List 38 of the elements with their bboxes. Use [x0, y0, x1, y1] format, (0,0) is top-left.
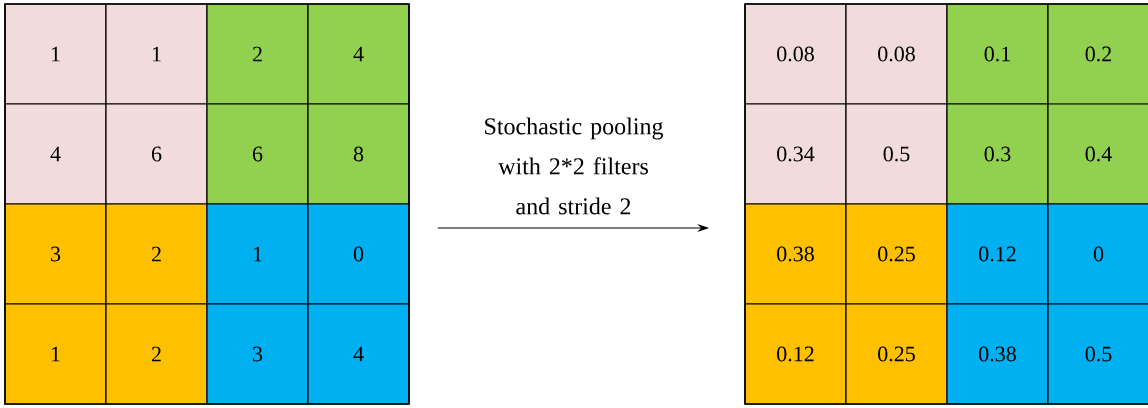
grid-cell: 2 [105, 303, 208, 405]
grid-cell: 0 [307, 203, 410, 305]
grid-cell: 3 [4, 203, 107, 305]
node-label: 0.2 [1085, 46, 1112, 62]
grid-cell: 0.12 [946, 203, 1049, 305]
grid-cell: 0.5 [1047, 303, 1148, 405]
grid-cell: 3 [206, 303, 309, 405]
grid-cell: 1 [206, 203, 309, 305]
arrow [437, 224, 709, 232]
grid-cell: 4 [307, 303, 410, 405]
grid [744, 3, 1148, 405]
edge-label: Stochastic pooling with 2*2 filters and stride 2 [485, 117, 664, 215]
grid-cell: 6 [105, 103, 208, 205]
grid-cell: 1 [4, 3, 107, 105]
grid-cell: 0.38 [946, 303, 1049, 405]
grid-cell: 0.08 [744, 3, 847, 105]
grid-cell: 2 [105, 203, 208, 305]
grid-cell: 2 [206, 3, 309, 105]
grid-cell: 0.1 [946, 3, 1049, 105]
grid-cell: 0.4 [1047, 103, 1148, 205]
node-label: 0 [1093, 246, 1104, 262]
grid-cell: 0.3 [946, 103, 1049, 205]
grid-cell: 4 [4, 103, 107, 205]
grid-cell: 6 [206, 103, 309, 205]
grid-cell: 0.2 [1047, 3, 1148, 105]
grid-cell: 0.12 [744, 303, 847, 405]
grid-cell: 0.25 [845, 203, 948, 305]
grid [4, 3, 410, 405]
grid-cell: 4 [307, 3, 410, 105]
grid-cell: 0 [1047, 203, 1148, 305]
grid-cell: 0.08 [845, 3, 948, 105]
grid-cell: 1 [105, 3, 208, 105]
grid-cell: 0.5 [845, 103, 948, 205]
grid-cell: 0.34 [744, 103, 847, 205]
grid-cell: 0.25 [845, 303, 948, 405]
grid-cell: 1 [4, 303, 107, 405]
grid-cell: 0.38 [744, 203, 847, 305]
grid-cell: 8 [307, 103, 410, 205]
